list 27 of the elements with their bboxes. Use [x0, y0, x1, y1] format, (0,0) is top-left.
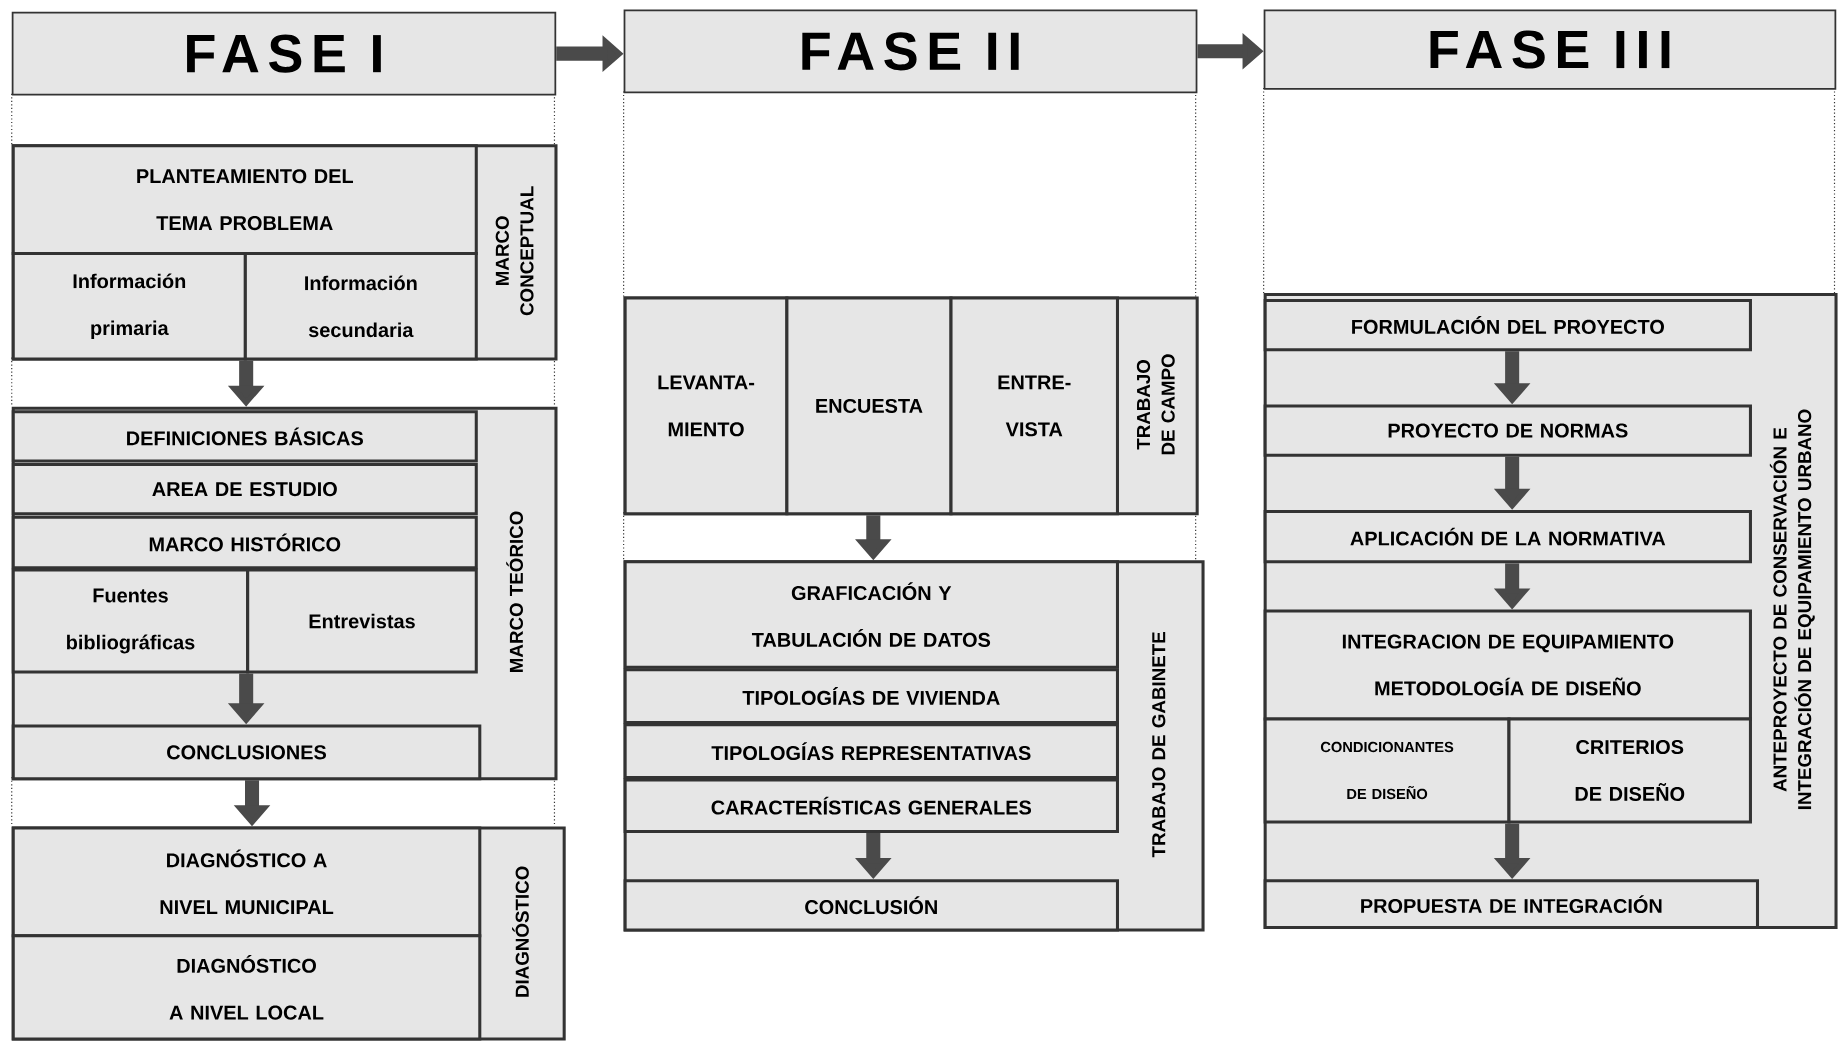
text-box: Información secundaria [243, 252, 478, 361]
text-box: CONCLUSIÓN [623, 879, 1119, 932]
text-box: TIPOLOGÍAS DE VIVIENDA [623, 668, 1119, 724]
text-box: AREA DE ESTUDIO [11, 463, 478, 516]
text-box: Información primaria [11, 252, 247, 361]
phase-header: FASE I [11, 11, 557, 96]
text-box: TIPOLOGÍAS REPRESENTATIVAS [623, 723, 1119, 779]
text-box: CRITERIOS DE DISEÑO [1507, 717, 1752, 824]
phase-header: FASE III [1263, 9, 1837, 90]
text-box: PROYECTO DE NORMAS [1263, 404, 1752, 457]
text-box: DIAGNÓSTICO A NIVEL MUNICIPAL [11, 826, 482, 938]
text-box: MARCO HISTÓRICO [11, 515, 478, 570]
text-box: Entrevistas [246, 568, 478, 674]
text-box: GRAFICACIÓN Y TABULACIÓN DE DATOS [623, 560, 1119, 669]
text-box: FORMULACIÓN DEL PROYECTO [1263, 298, 1752, 352]
text-box: PROPUESTA DE INTEGRACIÓN [1263, 879, 1759, 930]
text-box: CARACTERÍSTICAS GENERALES [623, 778, 1119, 833]
text-box: ENTRE- VISTA [949, 296, 1119, 516]
text-box: ENCUESTA [785, 296, 953, 516]
text-box: Fuentes bibliográficas [11, 568, 250, 674]
text-box: CONDICIONANTES DE DISEÑO [1263, 717, 1511, 824]
phase-header: FASE II [623, 9, 1198, 94]
text-box: CONCLUSIONES [11, 724, 482, 781]
text-box: APLICACIÓN DE LA NORMATIVA [1263, 509, 1752, 564]
text-box: LEVANTA- MIENTO [623, 296, 789, 516]
text-box: DIAGNÓSTICO A NIVEL LOCAL [11, 934, 482, 1041]
text-box: DEFINICIONES BÁSICAS [11, 410, 478, 463]
